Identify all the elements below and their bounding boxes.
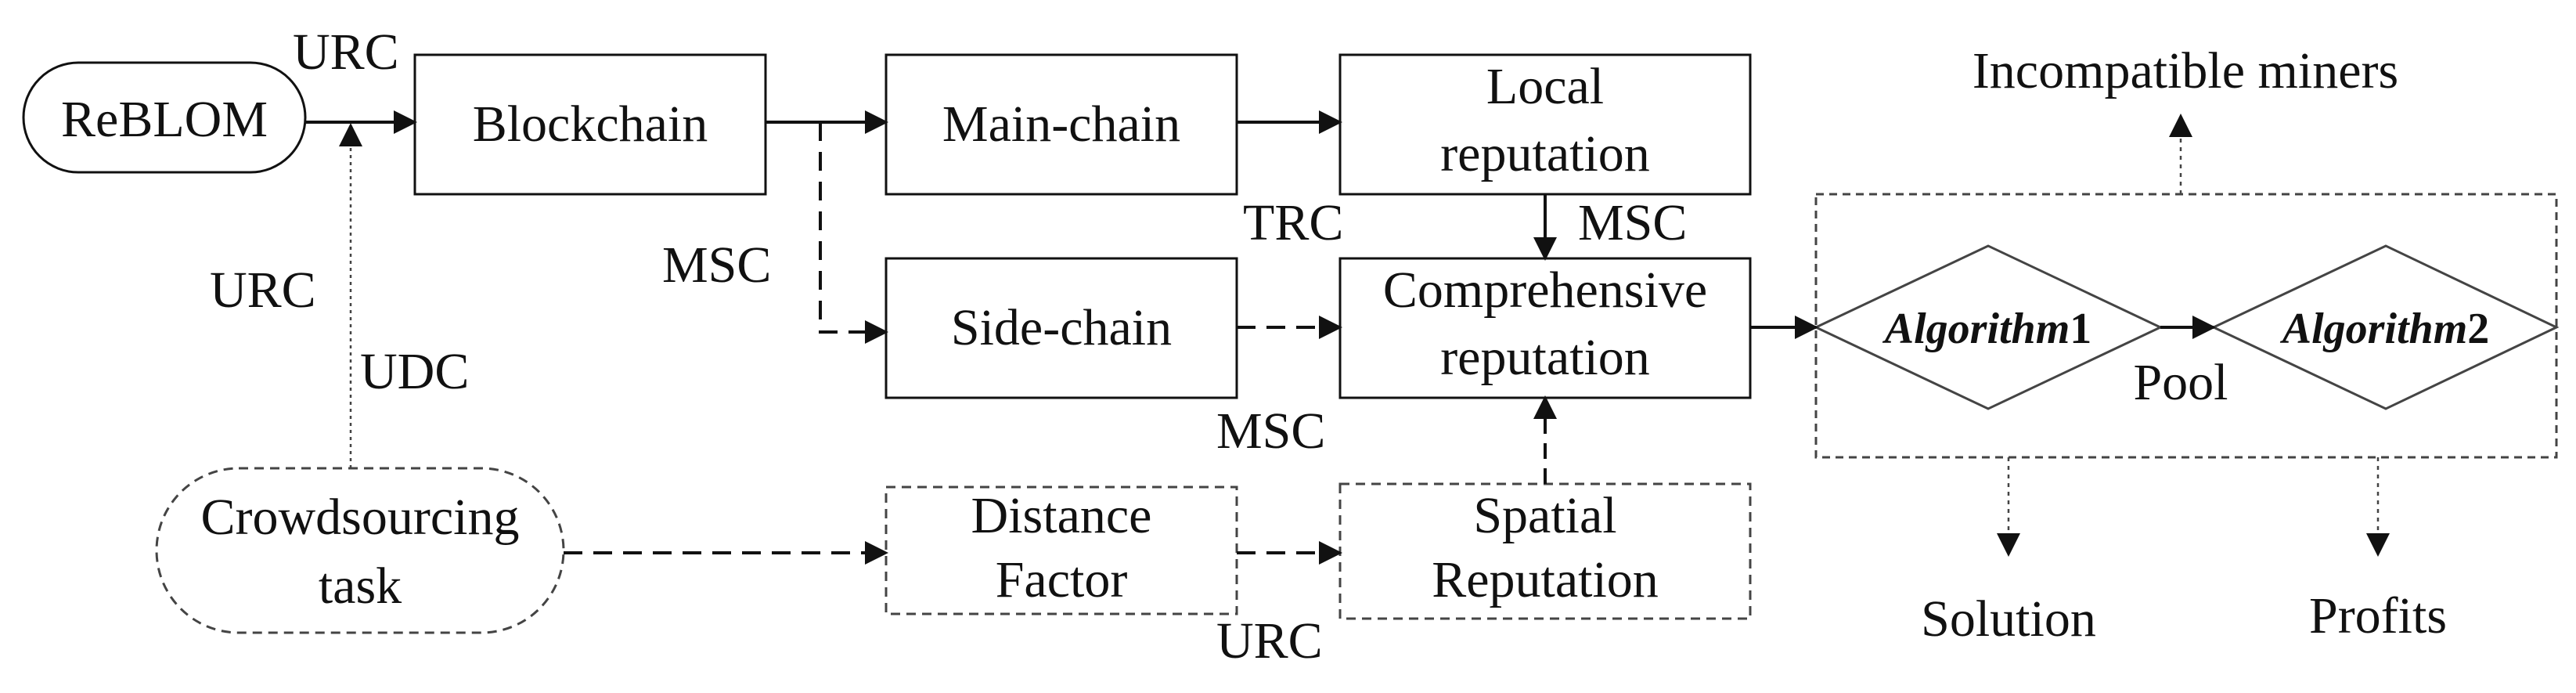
side-chain-label: Side-chain — [951, 299, 1172, 356]
reblom-node: ReBLOM — [22, 61, 307, 174]
edge-label-msc-right: MSC — [1578, 194, 1687, 251]
comprehensive-reputation-line1: Comprehensive — [1383, 262, 1707, 319]
algorithm2-node: Algorithm2 — [2210, 244, 2560, 410]
algorithm2-name: Algorithm — [2280, 305, 2468, 353]
spatial-reputation-node: Spatial Reputation — [1338, 482, 1752, 620]
distance-factor-line1: Distance — [971, 487, 1152, 544]
algorithm1-name: Algorithm — [1882, 305, 2070, 353]
algorithm1-node: Algorithm1 — [1813, 244, 2163, 410]
crowdsourcing-task-node: Crowdsourcing task — [155, 467, 565, 634]
edge-label-trc: TRC — [1243, 194, 1343, 251]
edge-label-urc-left: URC — [210, 262, 316, 319]
distance-factor-line2: Factor — [996, 551, 1128, 608]
algorithm1-number: 1 — [2070, 305, 2091, 353]
edge-label-urc-bottom: URC — [1216, 612, 1323, 670]
crowdsourcing-task-line2: task — [319, 558, 402, 615]
local-reputation-line2: reputation — [1440, 125, 1650, 182]
pool-container: Pool — [1814, 193, 2558, 459]
solution-label: Solution — [1921, 590, 2096, 648]
spatial-reputation-line2: Reputation — [1432, 551, 1659, 608]
distance-factor-node: Distance Factor — [884, 485, 1238, 615]
edge-blockchain-sidechain — [819, 122, 888, 344]
blockchain-node: Blockchain — [413, 53, 767, 196]
main-chain-node: Main-chain — [884, 53, 1238, 196]
side-chain-node: Side-chain — [884, 257, 1238, 399]
algorithm2-number: 2 — [2467, 305, 2489, 353]
algorithm1-label: Algorithm1 — [1882, 305, 2092, 353]
local-reputation-line1: Local — [1486, 58, 1604, 115]
spatial-reputation-line1: Spatial — [1473, 487, 1616, 544]
incompatible-miners-label: Incompatible miners — [1973, 42, 2398, 99]
edge-label-msc-left: MSC — [662, 236, 771, 294]
main-chain-label: Main-chain — [942, 96, 1180, 153]
comprehensive-reputation-line2: reputation — [1440, 329, 1650, 386]
comprehensive-reputation-node: Comprehensive reputation — [1338, 257, 1752, 399]
profits-label: Profits — [2309, 587, 2447, 644]
crowdsourcing-task-line1: Crowdsourcing — [201, 489, 520, 546]
local-reputation-node: Local reputation — [1338, 53, 1752, 196]
edge-label-msc-bottom: MSC — [1216, 402, 1325, 460]
edge-label-urc-top: URC — [293, 23, 399, 81]
pool-label: Pool — [2133, 354, 2228, 411]
edge-label-udc: UDC — [360, 343, 469, 400]
algorithm2-label: Algorithm2 — [2280, 305, 2490, 353]
blockchain-label: Blockchain — [473, 96, 708, 153]
reblom-label: ReBLOM — [61, 91, 268, 148]
